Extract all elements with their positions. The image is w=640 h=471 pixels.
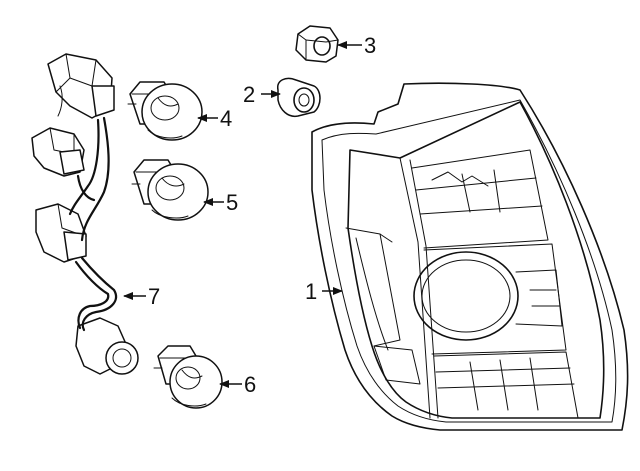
callout-5: 5 xyxy=(203,190,238,215)
bulb-upper xyxy=(127,81,203,141)
callout-label-5: 5 xyxy=(226,190,238,215)
callout-7: 7 xyxy=(123,284,160,309)
callout-3: 3 xyxy=(337,33,376,58)
hex-nut xyxy=(295,25,339,63)
callout-label-6: 6 xyxy=(244,372,256,397)
callout-6: 6 xyxy=(219,372,256,397)
callout-label-3: 3 xyxy=(364,33,376,58)
callout-label-4: 4 xyxy=(220,106,232,131)
callout-label-7: 7 xyxy=(148,284,160,309)
callout-label-2: 2 xyxy=(243,82,255,107)
tail-lamp-assembly xyxy=(311,82,629,431)
callout-4: 4 xyxy=(197,106,232,131)
callout-2: 2 xyxy=(243,82,281,107)
bulb-middle xyxy=(131,159,209,221)
bulb-lower xyxy=(153,345,223,409)
callout-label-1: 1 xyxy=(305,279,317,304)
callout-1: 1 xyxy=(305,279,343,304)
grommet xyxy=(277,77,321,118)
wire-harness xyxy=(31,53,139,375)
